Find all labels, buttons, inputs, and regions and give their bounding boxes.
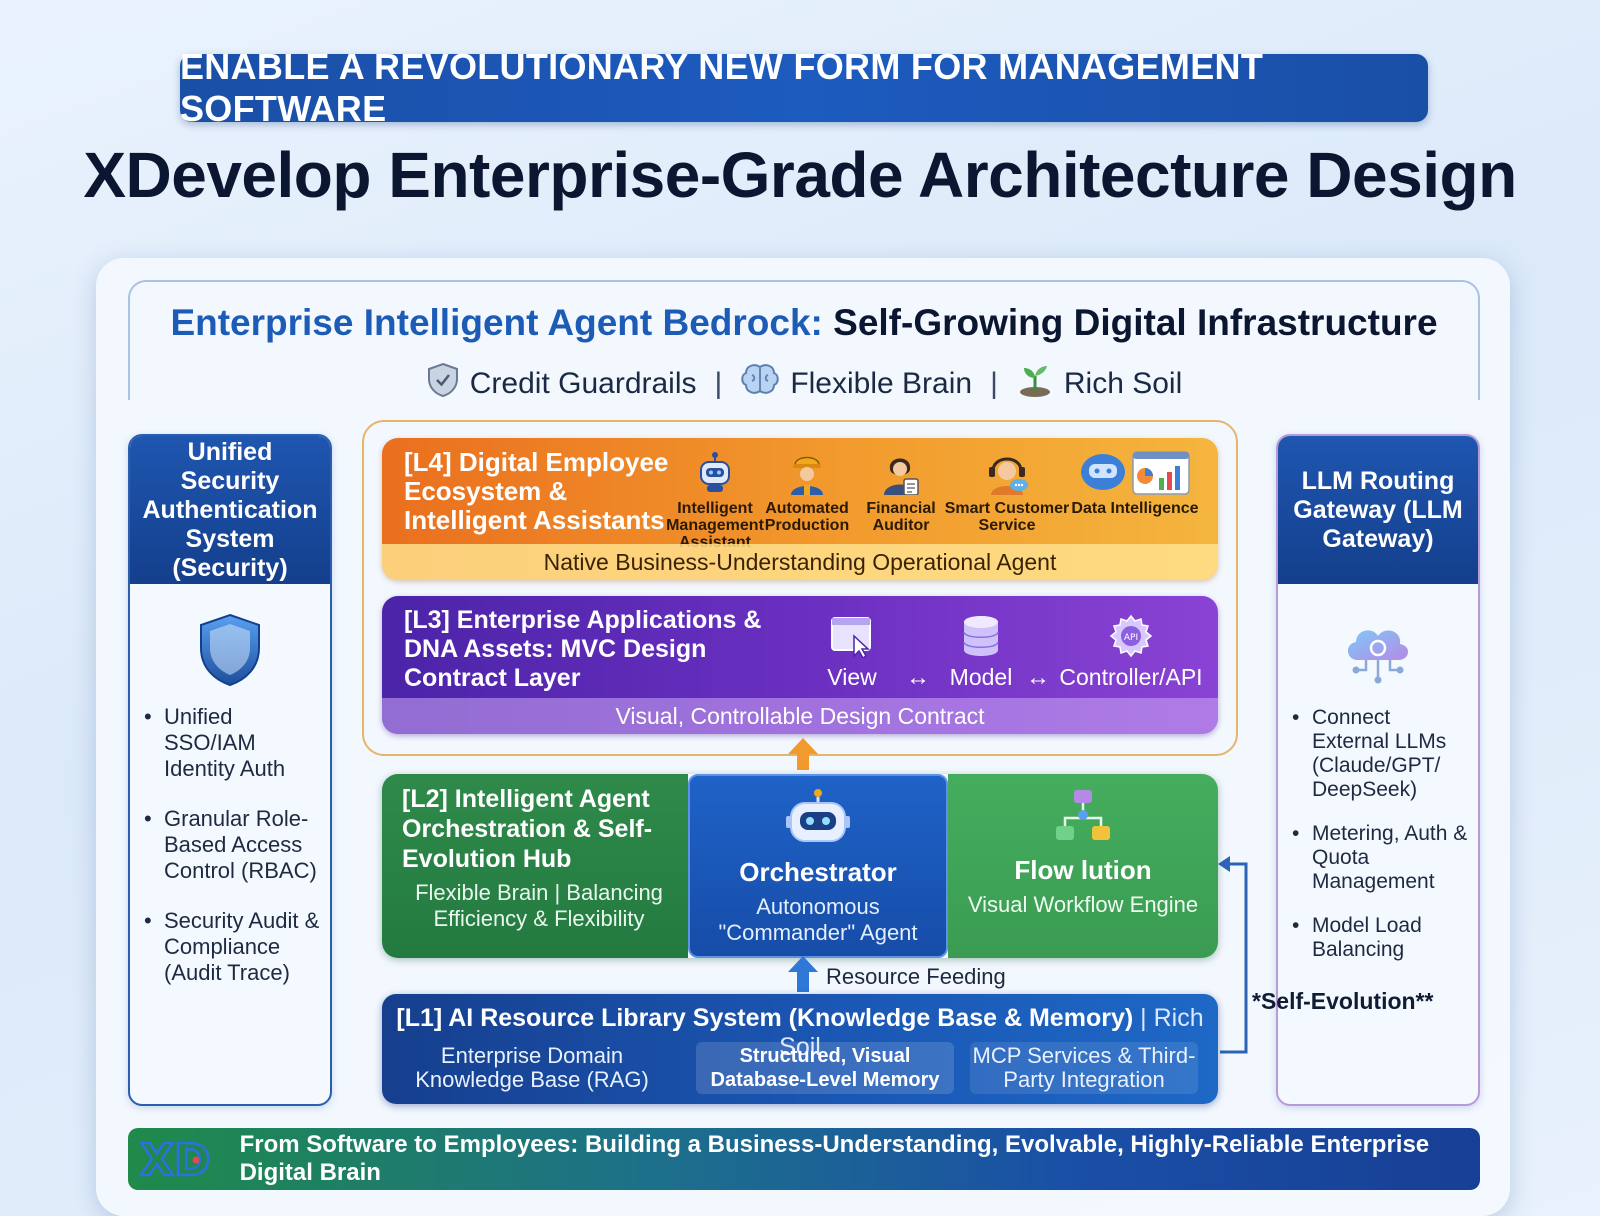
page-title: XDevelop Enterprise-Grade Architecture D… xyxy=(83,139,1517,211)
up-arrow-orange-icon xyxy=(788,738,818,770)
pillar-label: Credit Guardrails xyxy=(469,367,697,400)
pillar-credit-guardrails: Credit Guardrails xyxy=(426,362,697,406)
l2-subtitle: Flexible Brain | Balancing Efficiency & … xyxy=(415,880,663,931)
l4-footer: Native Business-Understanding Operationa… xyxy=(382,544,1218,580)
mvc-view: View xyxy=(822,608,882,691)
flow-engine-subtitle: Visual Workflow Engine xyxy=(967,892,1199,917)
list-item: Granular Role-Based Access Control (RBAC… xyxy=(144,806,322,884)
l1-memory: Structured, Visual Database-Level Memory xyxy=(696,1042,954,1094)
arrow-left-right: ↔ xyxy=(906,664,930,691)
robot-icon xyxy=(660,446,770,498)
resource-feeding-label: Resource Feeding xyxy=(826,964,1006,989)
self-evolution-arrow-icon xyxy=(1218,856,1248,1054)
security-feature-list: Unified SSO/IAM Identity Auth Granular R… xyxy=(130,688,330,986)
workflow-icon xyxy=(948,788,1218,849)
shield-icon xyxy=(130,612,330,688)
l2-title: [L2] Intelligent Agent Orchestration & S… xyxy=(402,785,653,873)
pillar-flexible-brain: Flexible Brain xyxy=(740,363,972,405)
l4-item-data-intelligence: Data Intelligence xyxy=(1062,446,1208,517)
list-item: Connect External LLMs (Claude/GPT/ DeepS… xyxy=(1292,706,1470,802)
mvc-controller: API Controller/API xyxy=(1058,608,1204,691)
l4-item-management-assistant: Intelligent Management Assistant xyxy=(660,446,770,551)
l4-item-label: Financial Auditor xyxy=(866,500,936,534)
llm-gateway-title: LLM Routing Gateway (LLM Gateway) xyxy=(1278,436,1478,584)
xd-logo: XD xyxy=(128,1133,236,1185)
pillar-label: Flexible Brain xyxy=(790,367,973,400)
window-cursor-icon xyxy=(822,608,882,658)
bedrock-title-lead: Enterprise Intelligent Agent Bedrock: xyxy=(170,302,823,343)
l3-title: [L3] Enterprise Applications & DNA Asset… xyxy=(404,606,762,692)
list-item: Security Audit & Compliance (Audit Trace… xyxy=(144,908,322,986)
svg-text:API: API xyxy=(1124,633,1138,643)
layer-l3: [L3] Enterprise Applications & DNA Asset… xyxy=(382,596,1218,734)
mvc-view-label: View xyxy=(827,664,877,690)
l4-item-label: Data Intelligence xyxy=(1071,500,1199,517)
layer-l4: [L4] Digital Employee Ecosystem & Intell… xyxy=(382,438,1218,580)
orchestrator-card: Orchestrator Autonomous "Commander" Agen… xyxy=(688,774,948,958)
l4-item-label: Automated Production xyxy=(764,500,850,534)
l1-knowledge-base: Enterprise Domain Knowledge Base (RAG) xyxy=(415,1043,649,1092)
list-item: Unified SSO/IAM Identity Auth xyxy=(144,704,322,782)
layer-l2: [L2] Intelligent Agent Orchestration & S… xyxy=(382,774,1218,958)
auditor-icon xyxy=(846,446,956,498)
l4-item-label: Smart Customer Service xyxy=(944,500,1070,534)
security-panel-title: Unified Security Authentication System (… xyxy=(130,436,330,584)
database-icon xyxy=(944,608,1018,658)
security-panel: Unified Security Authentication System (… xyxy=(128,434,332,1106)
list-item: Model Load Balancing xyxy=(1292,914,1470,962)
worker-icon xyxy=(752,446,862,498)
orchestrator-subtitle: Autonomous "Commander" Agent xyxy=(718,894,918,945)
l4-item-smart-customer-service: Smart Customer Service xyxy=(944,446,1070,534)
l2-hub: [L2] Intelligent Agent Orchestration & S… xyxy=(382,774,688,958)
pillar-separator: | xyxy=(714,367,723,400)
shield-icon xyxy=(426,362,460,406)
l4-title: [L4] Digital Employee Ecosystem & Intell… xyxy=(404,447,669,535)
l3-footer: Visual, Controllable Design Contract xyxy=(382,698,1218,734)
flow-engine-card: Flow lution Visual Workflow Engine xyxy=(948,774,1218,958)
flow-engine-title: Flow lution xyxy=(1014,855,1152,885)
layer-l1: [L1] AI Resource Library System (Knowled… xyxy=(382,994,1218,1104)
mvc-controller-label: Controller/API xyxy=(1059,664,1203,690)
gear-icon: API xyxy=(1058,608,1204,658)
orchestrator-title: Orchestrator xyxy=(739,857,897,887)
l1-title: [L1] AI Resource Library System (Knowled… xyxy=(382,1004,1218,1062)
pillar-label: Rich Soil xyxy=(1063,367,1183,400)
pillar-rich-soil: Rich Soil xyxy=(1016,362,1182,406)
chart-icon xyxy=(1062,446,1208,498)
svg-text:XD: XD xyxy=(140,1135,210,1185)
up-arrow-blue-icon xyxy=(788,956,818,992)
pillars-row: Credit Guardrails | Flexible Brain | Ric… xyxy=(128,362,1480,406)
l4-item-label: Intelligent Management Assistant xyxy=(666,500,764,551)
l1-title-main: [L1] AI Resource Library System (Knowled… xyxy=(396,1004,1134,1032)
l1-title-suffix: | Rich Soil xyxy=(779,1004,1204,1061)
self-evolution-label: *Self-Evolution** xyxy=(1252,988,1434,1014)
footer-text: From Software to Employees: Building a B… xyxy=(239,1131,1430,1186)
mvc-model: Model xyxy=(944,608,1018,691)
l1-mcp-integration: MCP Services & Third-Party Integration xyxy=(970,1042,1198,1094)
robot-icon xyxy=(690,788,946,851)
brain-icon xyxy=(740,363,780,405)
bedrock-frame xyxy=(128,280,1480,400)
list-item: Metering, Auth & Quota Management xyxy=(1292,822,1470,894)
arrow-left-right: ↔ xyxy=(1026,664,1050,691)
mvc-model-label: Model xyxy=(949,664,1013,690)
headset-icon xyxy=(944,446,1070,498)
footer-banner: XD From Software to Employees: Building … xyxy=(128,1128,1480,1190)
sprout-icon xyxy=(1016,362,1054,406)
l4-item-financial-auditor: Financial Auditor xyxy=(846,446,956,534)
bedrock-title: Enterprise Intelligent Agent Bedrock: Se… xyxy=(128,302,1480,344)
pillar-separator: | xyxy=(990,367,998,400)
bedrock-title-main: Self-Growing Digital Infrastructure xyxy=(833,302,1438,343)
cloud-network-icon xyxy=(1278,618,1478,690)
top-banner: ENABLE A REVOLUTIONARY NEW FORM FOR MANA… xyxy=(180,46,1428,129)
l4-item-automated-production: Automated Production xyxy=(752,446,862,534)
llm-gateway-panel: LLM Routing Gateway (LLM Gateway) Connec… xyxy=(1276,434,1480,1106)
llm-feature-list: Connect External LLMs (Claude/GPT/ DeepS… xyxy=(1278,690,1478,962)
